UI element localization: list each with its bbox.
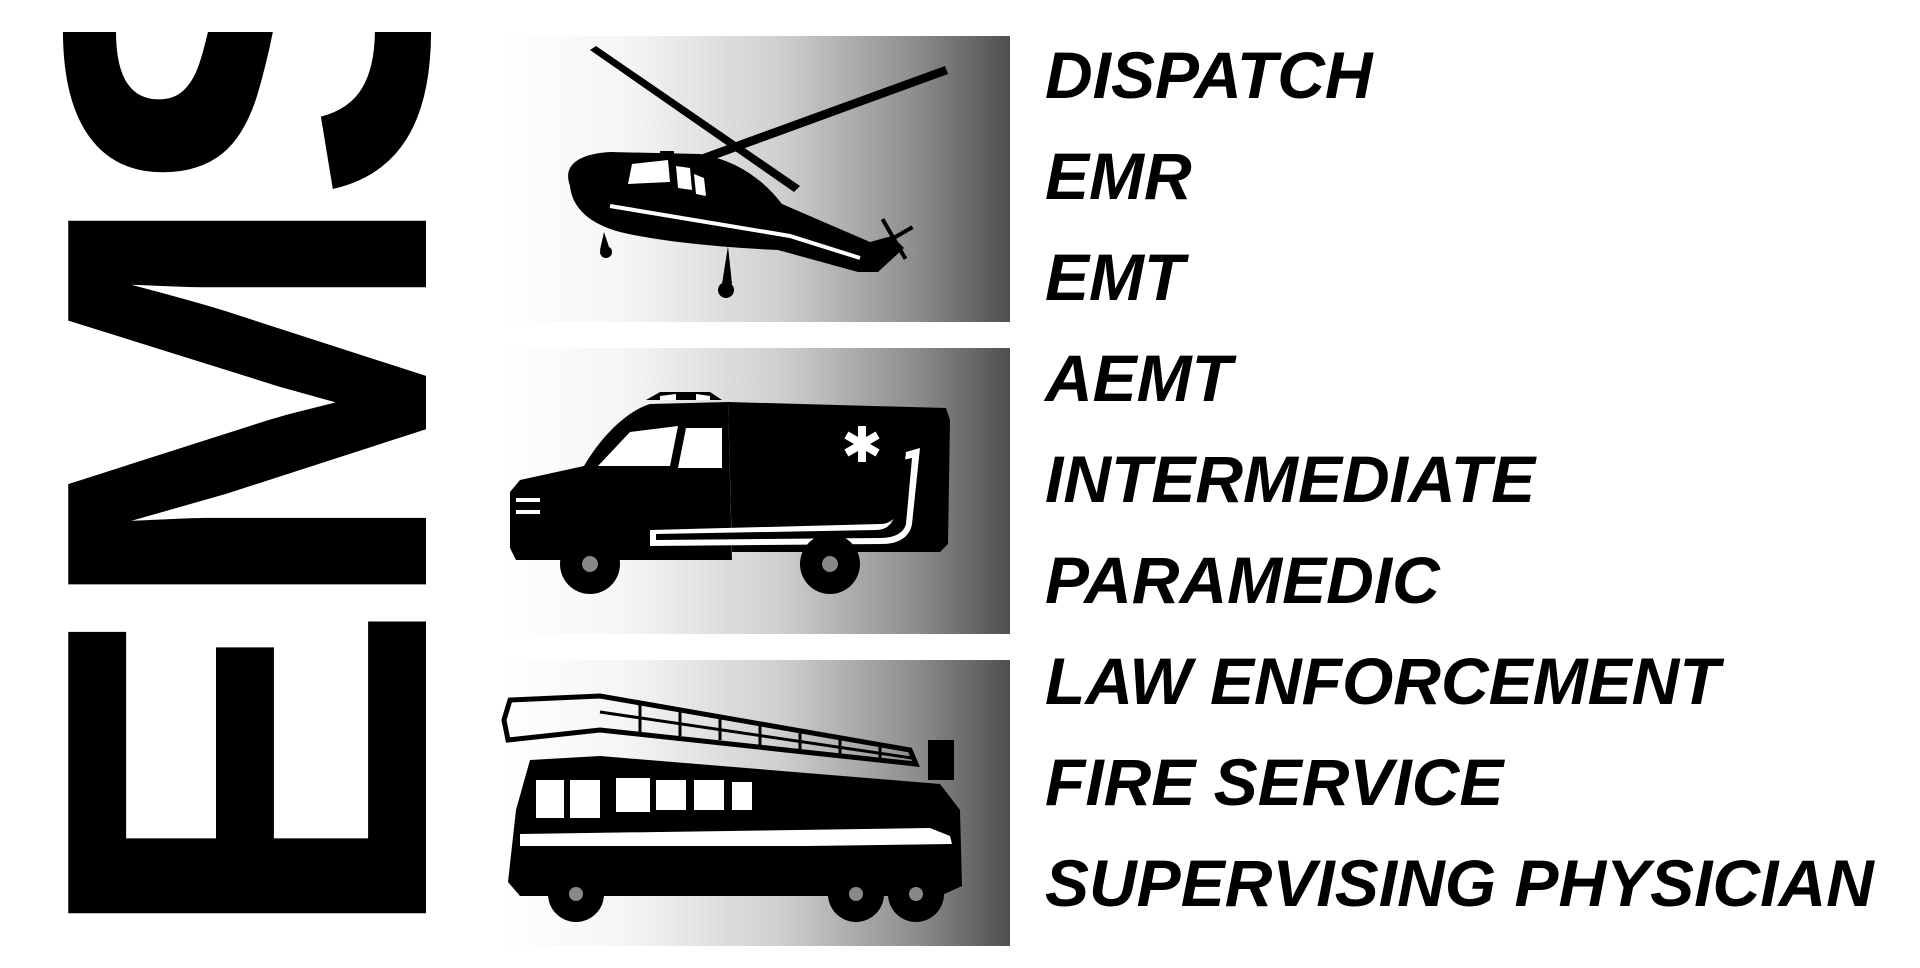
roles-list: DISPATCH EMR EMT AEMT INTERMEDIATE PARAM… — [1045, 34, 1905, 943]
role-item: EMT — [1045, 240, 1185, 314]
helicopter-panel — [500, 36, 1010, 322]
ems-vertical-title: EMS — [32, 32, 462, 948]
fire-truck-panel — [500, 660, 1010, 946]
helicopter-icon — [568, 46, 948, 298]
role-item: PARAMEDIC — [1045, 543, 1440, 617]
role-item: SUPERVISING PHYSICIAN — [1045, 846, 1874, 920]
ambulance-icon — [510, 392, 950, 594]
ems-logo: EMS — [32, 32, 462, 948]
role-item: INTERMEDIATE — [1045, 442, 1536, 516]
role-item: EMR — [1045, 139, 1192, 213]
role-item: AEMT — [1045, 341, 1232, 415]
fire-truck-icon — [501, 693, 962, 922]
role-item: DISPATCH — [1045, 38, 1373, 112]
role-item: FIRE SERVICE — [1045, 745, 1504, 819]
ambulance-panel — [500, 348, 1010, 634]
role-item: LAW ENFORCEMENT — [1045, 644, 1720, 718]
